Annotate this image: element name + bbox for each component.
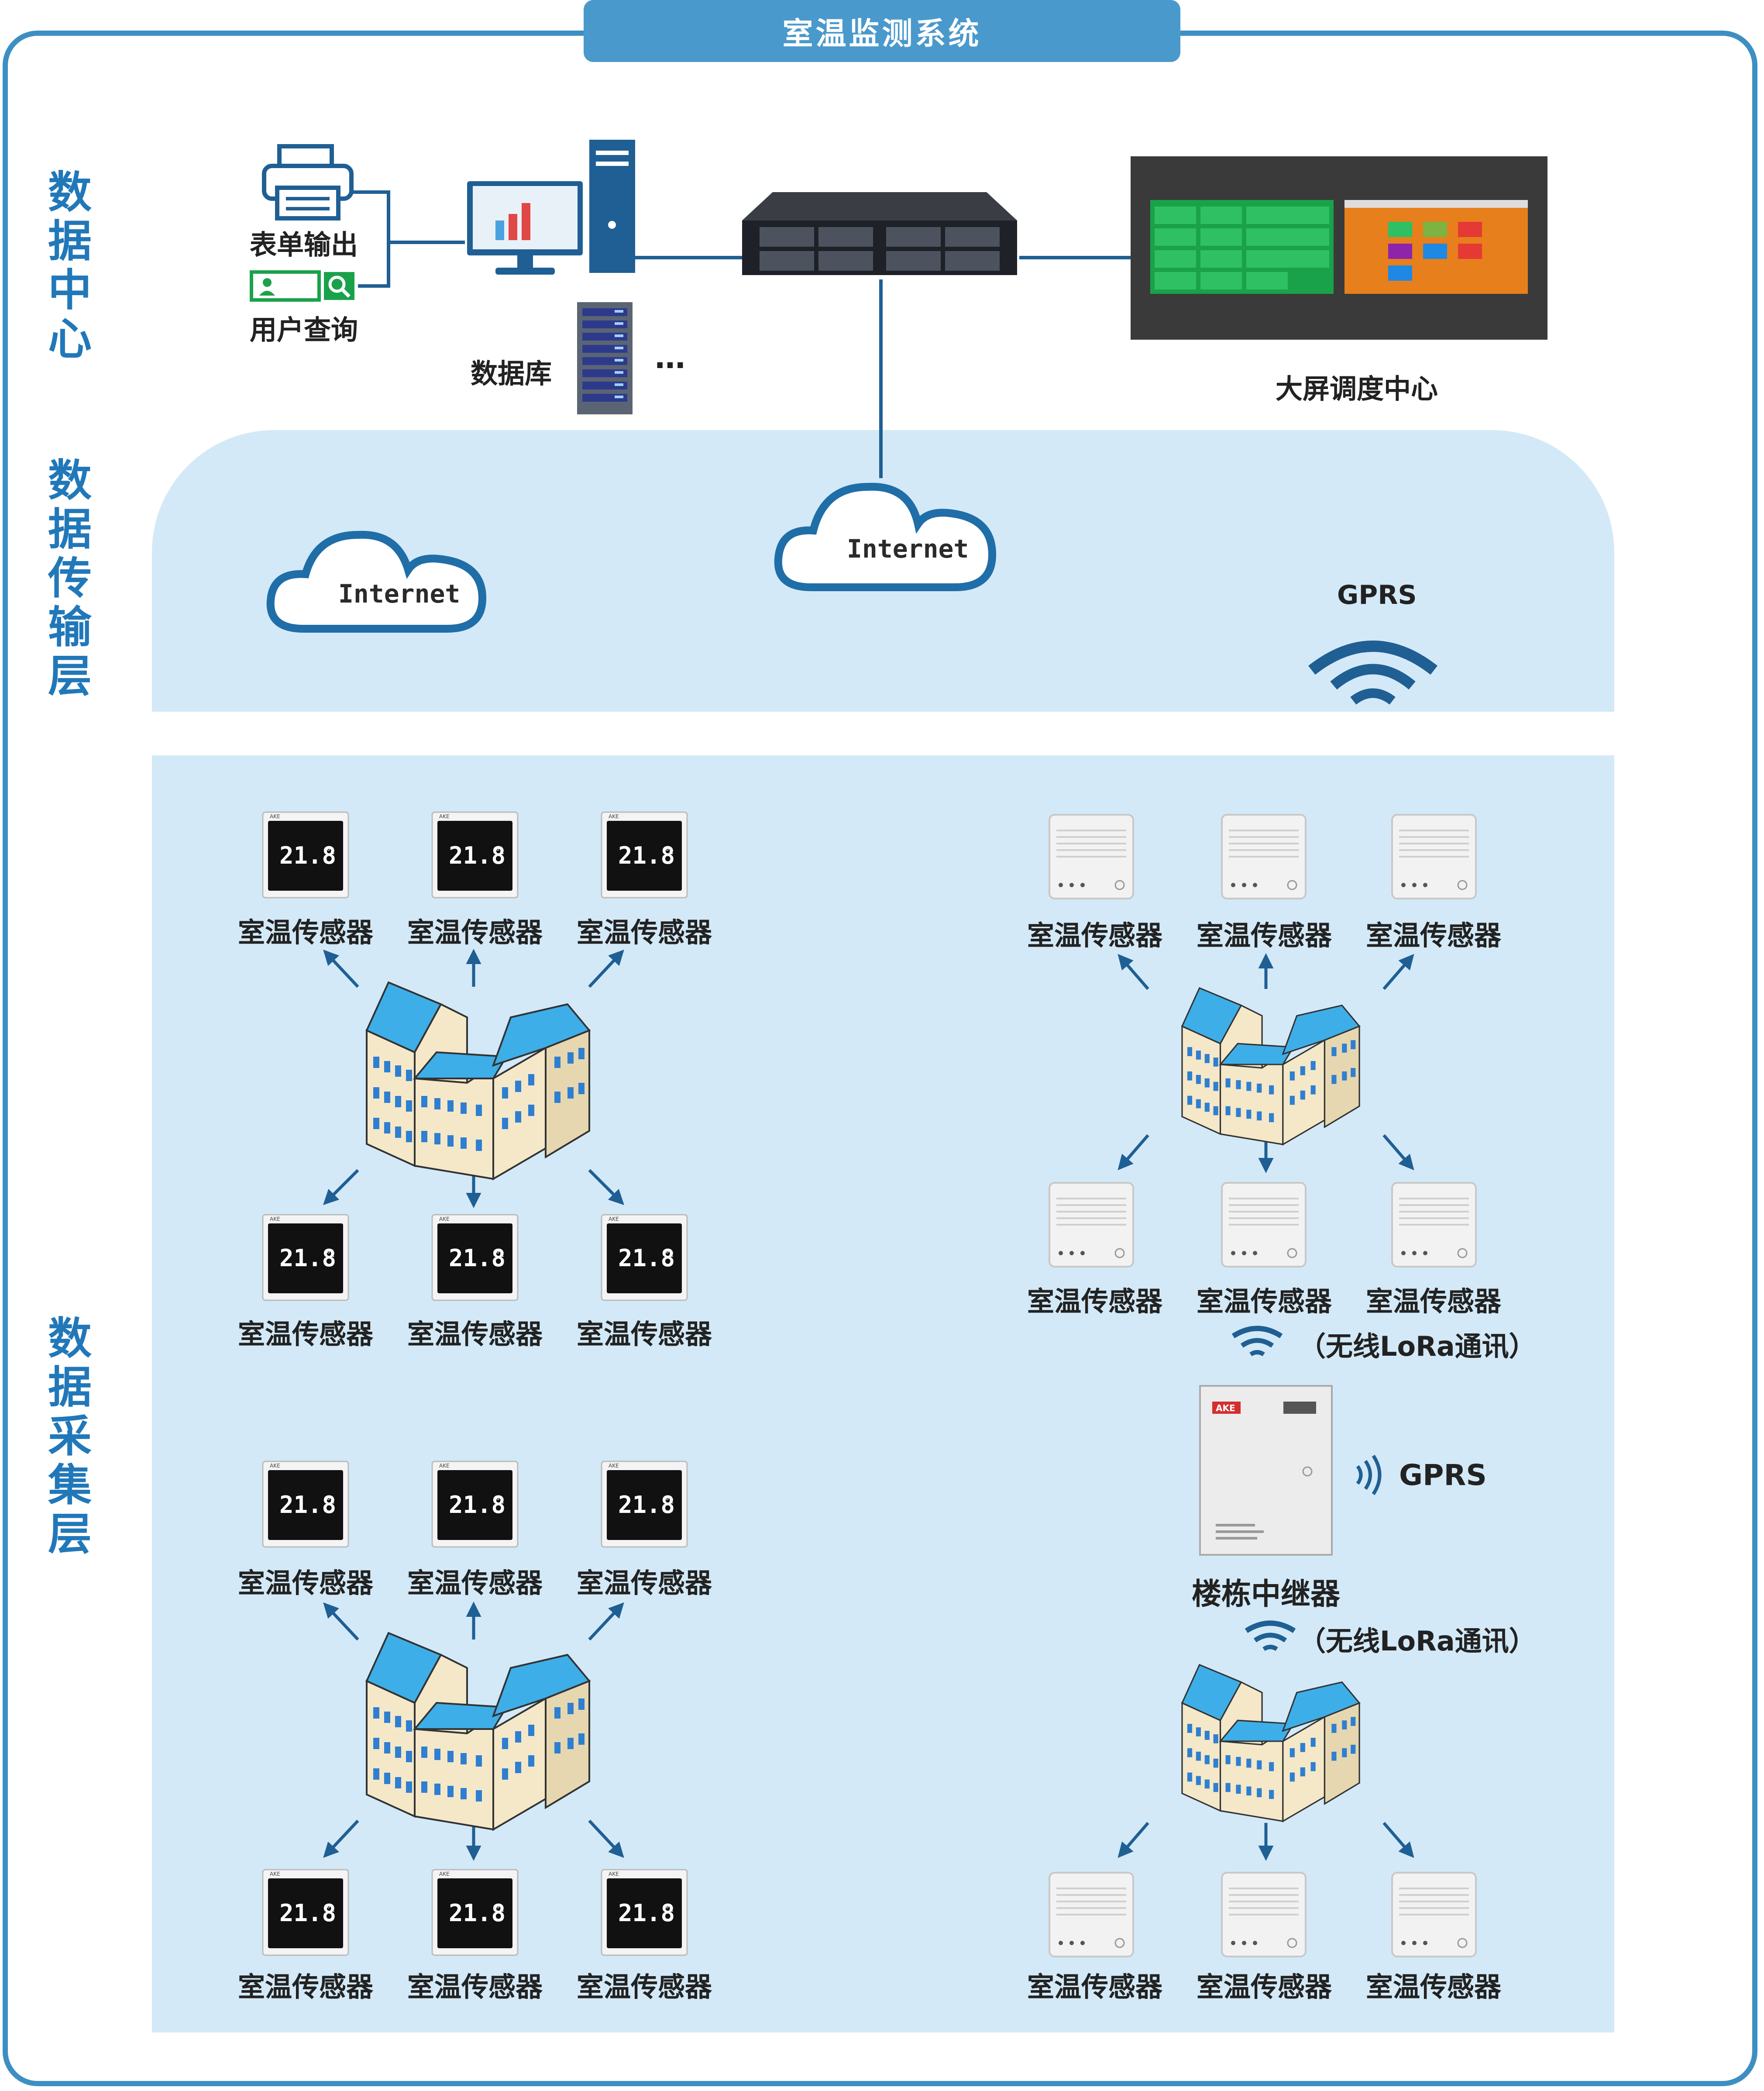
- wireless-sensor-icon: [1220, 1871, 1307, 1958]
- sensor-label: 室温传感器: [1365, 1971, 1502, 2003]
- lcd-sensor-icon: [601, 811, 688, 899]
- sensor-label: 室温传感器: [1027, 920, 1163, 951]
- building-icon: [1179, 1650, 1366, 1825]
- video-wall-icon: [1131, 156, 1547, 340]
- database-label: 数据库: [471, 358, 552, 389]
- sensor-label: 室温传感器: [1196, 1285, 1332, 1317]
- user-query-label: 用户查询: [250, 314, 358, 346]
- sensor-label: 室温传感器: [1027, 1285, 1163, 1317]
- building-icon: [1179, 974, 1366, 1148]
- sensor-label: 室温传感器: [407, 1567, 543, 1599]
- sensor-label: 室温传感器: [1365, 920, 1502, 951]
- page-title: 室温监测系统: [584, 0, 1180, 62]
- building-icon: [362, 965, 598, 1183]
- repeater-gprs-label: GPRS: [1399, 1458, 1487, 1492]
- sensor-label: 室温传感器: [576, 1971, 712, 2003]
- lcd-sensor-icon: [601, 1214, 688, 1301]
- big-screen-label: 大屏调度中心: [1275, 373, 1438, 405]
- system-frame: [3, 31, 1757, 2086]
- layer-label-transmission: 数据传输层: [48, 455, 92, 702]
- monitor-icon: [467, 181, 583, 275]
- repeater-label: 楼栋中继器: [1191, 1577, 1341, 1612]
- wireless-sensor-icon: [1390, 813, 1478, 900]
- form-search-icon: [250, 270, 354, 302]
- sensor-label: 室温传感器: [1027, 1971, 1163, 2003]
- sensor-label: 室温传感器: [237, 1567, 374, 1599]
- lora-label: （无线LoRa通讯）: [1299, 1625, 1536, 1657]
- sensor-label: 室温传感器: [237, 1971, 374, 2003]
- rack-server-icon: [742, 192, 1017, 275]
- sensor-label: 室温传感器: [407, 1318, 543, 1350]
- sensor-label: 室温传感器: [1196, 1971, 1332, 2003]
- lcd-sensor-icon: [431, 811, 519, 899]
- wifi-icon: [1231, 1326, 1283, 1357]
- layer-label-collection: 数据采集层: [48, 1313, 92, 1560]
- layer-label-data-center: 数据中心: [48, 167, 92, 365]
- ellipsis-label: …: [655, 340, 685, 375]
- wireless-sensor-icon: [1048, 813, 1135, 900]
- data-center-connections: [349, 190, 1131, 478]
- wireless-sensor-icon: [1390, 1181, 1478, 1268]
- sensor-label: 室温传感器: [1196, 920, 1332, 951]
- form-output-label: 表单输出: [250, 229, 358, 261]
- gprs-label: GPRS: [1337, 580, 1417, 610]
- repeater-box-icon: AKE: [1199, 1385, 1333, 1556]
- wireless-sensor-icon: [1390, 1871, 1478, 1958]
- lcd-sensor-icon: [262, 811, 349, 899]
- collection-panel: [152, 755, 1614, 2032]
- lcd-sensor-icon: [262, 1869, 349, 1956]
- wireless-sensor-icon: [1048, 1871, 1135, 1958]
- sensor-label: 室温传感器: [576, 1567, 712, 1599]
- sensor-label: 室温传感器: [407, 916, 543, 948]
- cloud-center-label: Internet: [847, 534, 969, 564]
- lcd-sensor-icon: [601, 1461, 688, 1548]
- server-tower-icon: [589, 140, 635, 273]
- sensor-label: 室温传感器: [407, 1971, 543, 2003]
- sensor-label: 室温传感器: [576, 916, 712, 948]
- wireless-sensor-icon: [1048, 1181, 1135, 1268]
- sensor-label: 室温传感器: [237, 1318, 374, 1350]
- wifi-icon: [1308, 641, 1438, 705]
- lcd-sensor-icon: [601, 1869, 688, 1956]
- building-icon: [362, 1616, 598, 1834]
- sensor-label: 室温传感器: [576, 1318, 712, 1350]
- lcd-sensor-icon: [262, 1461, 349, 1548]
- cloud-left-label: Internet: [338, 579, 460, 609]
- wifi-icon: [1356, 1454, 1382, 1495]
- cloud-icon: Internet: [266, 531, 487, 633]
- cloud-icon: Internet: [774, 482, 997, 591]
- lcd-sensor-icon: [262, 1214, 349, 1301]
- wireless-sensor-icon: [1220, 1181, 1307, 1268]
- lora-label: （无线LoRa通讯）: [1299, 1330, 1536, 1362]
- lcd-sensor-icon: [431, 1869, 519, 1956]
- printer-icon: [262, 144, 354, 220]
- lcd-sensor-icon: [431, 1214, 519, 1301]
- sensor-label: 室温传感器: [1365, 1285, 1502, 1317]
- database-rack-icon: [577, 302, 633, 414]
- sensor-label: 室温传感器: [237, 916, 374, 948]
- wifi-icon: [1245, 1620, 1296, 1651]
- wireless-sensor-icon: [1220, 813, 1307, 900]
- lcd-sensor-icon: [431, 1461, 519, 1548]
- repeater-brand: AKE: [1216, 1403, 1235, 1413]
